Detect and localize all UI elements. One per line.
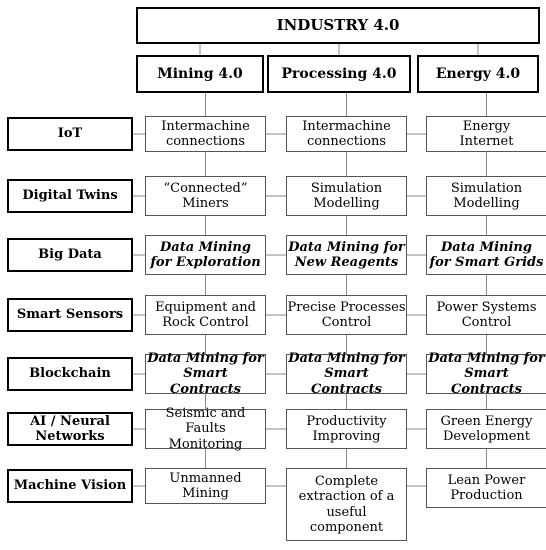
row-cell: Lean Power Production	[426, 468, 546, 508]
column-header: Mining 4.0	[136, 55, 264, 93]
column-header: Processing 4.0	[267, 55, 411, 93]
row-cell: Simulation Modelling	[426, 176, 546, 216]
row-label: IoT	[7, 117, 133, 151]
row-label: Machine Vision	[7, 469, 133, 503]
row-cell: Seismic and Faults Monitoring	[145, 406, 266, 452]
row-cell: Intermachine connections	[286, 116, 407, 152]
row-label: AI / Neural Networks	[7, 412, 133, 446]
row-cell: Green Energy Development	[426, 409, 546, 449]
column-header: Energy 4.0	[417, 55, 539, 93]
row-label: Big Data	[7, 238, 133, 272]
row-cell: Data Mining for Smart Contracts	[286, 351, 407, 397]
row-label: Digital Twins	[7, 179, 133, 213]
row-cell: Precise Processes Control	[286, 295, 407, 335]
row-cell: Data Mining for Smart Contracts	[426, 351, 546, 397]
row-cell: Energy Internet	[426, 116, 546, 152]
title-box: INDUSTRY 4.0	[136, 7, 540, 44]
row-cell: Unmanned Mining	[145, 468, 266, 504]
row-cell: Simulation Modelling	[286, 176, 407, 216]
row-label: Smart Sensors	[7, 298, 133, 332]
row-cell: Intermachine connections	[145, 116, 266, 152]
row-cell: Data Mining for New Reagents	[286, 235, 407, 275]
row-label: Blockchain	[7, 357, 133, 391]
row-cell: Data Mining for Smart Contracts	[145, 351, 266, 397]
row-cell: Power Systems Control	[426, 295, 546, 335]
row-cell: Complete extraction of a useful componen…	[286, 468, 407, 541]
row-cell: Equipment and Rock Control	[145, 295, 266, 335]
row-cell: Productivity Improving	[286, 409, 407, 449]
row-cell: Data Mining for Exploration	[145, 235, 266, 275]
row-cell: “Connected” Miners	[145, 176, 266, 216]
row-cell: Data Mining for Smart Grids	[426, 235, 546, 275]
